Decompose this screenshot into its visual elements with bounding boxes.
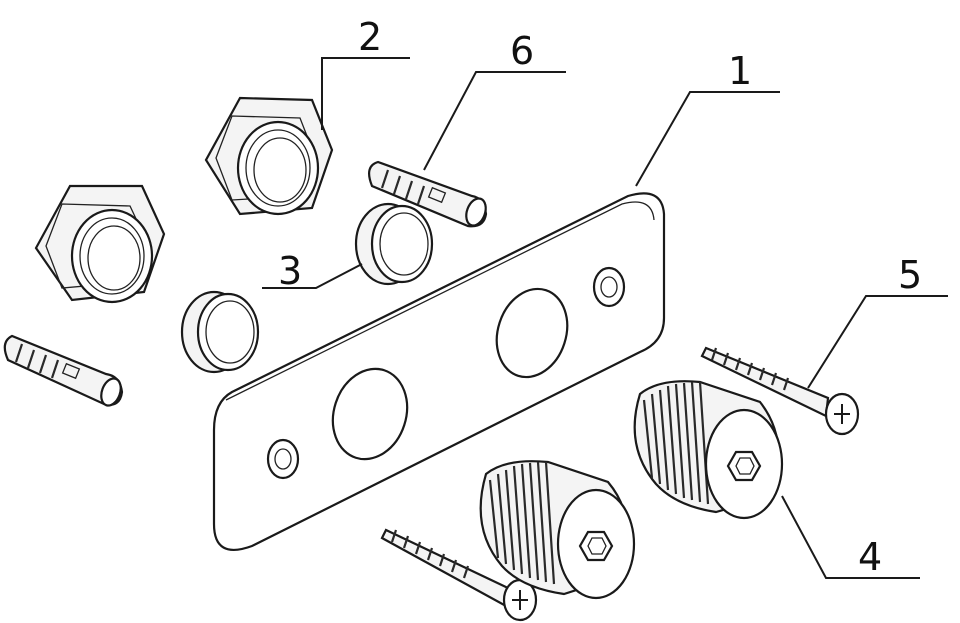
screw-icon [380,528,538,622]
screw-icon [700,346,860,436]
callout-6: 6 [510,29,534,73]
threaded-fitting-icon [479,460,636,600]
leader-line-2 [321,57,410,130]
sleeve-ring-icon [354,202,434,286]
callout-2: 2 [358,15,382,59]
mounting-plate-icon [212,192,666,551]
leader-line-3 [262,263,363,289]
leader-line-1 [635,91,780,187]
sleeve-ring-icon [180,290,260,374]
callout-1: 1 [728,49,752,93]
leader-line-4 [781,495,920,579]
leader-line-6 [423,71,566,171]
callout-4: 4 [858,535,882,579]
wall-anchor-icon [367,160,488,228]
leader-lines [262,57,948,579]
threaded-fitting-icon [633,380,784,520]
hex-nut-icon [204,96,334,216]
leader-line-5 [807,295,948,389]
hex-nut-icon [34,184,166,304]
callout-5: 5 [898,253,922,297]
wall-anchor-icon [3,334,124,407]
callout-3: 3 [278,249,302,293]
